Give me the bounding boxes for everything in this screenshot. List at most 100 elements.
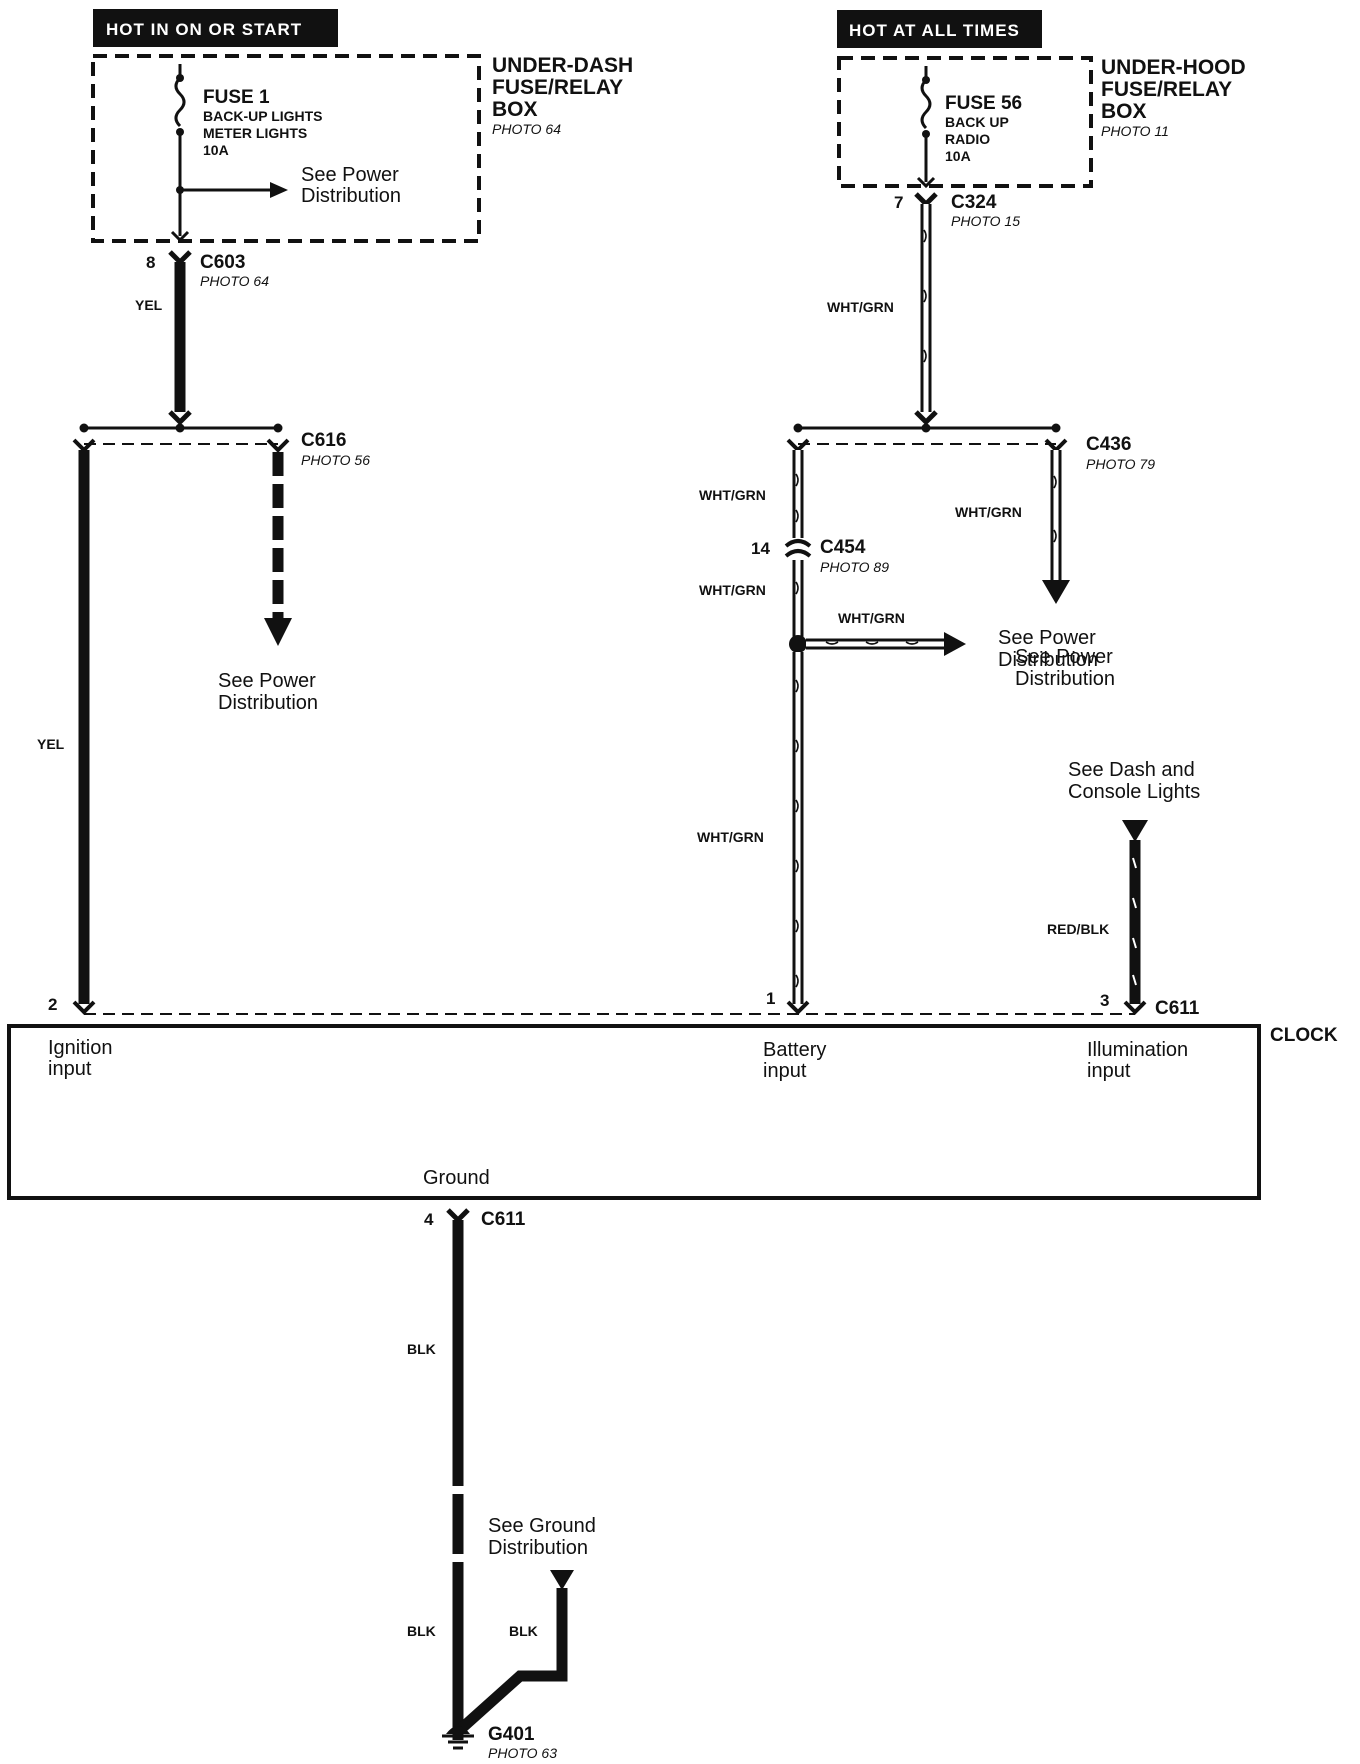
arrow-ground-dist-input — [550, 1570, 574, 1590]
fuse-56-line-3: 10A — [945, 148, 971, 164]
wire-blk-branch — [458, 1588, 568, 1733]
arrow-splice-branch — [944, 632, 966, 656]
ground-g401-label: G401 PHOTO 63 — [488, 1724, 557, 1761]
c611-top-name: C611 — [1155, 998, 1200, 1019]
under-hood-title-line-2: FUSE/RELAY — [1101, 78, 1232, 101]
note-ground-dist-line-1: See Ground — [488, 1515, 596, 1537]
wire-whtgrn-c436-label: WHT/GRN — [955, 504, 1022, 520]
under-dash-title-line-3: BOX — [492, 98, 538, 121]
c454-photo: PHOTO 89 — [820, 559, 889, 575]
c611-bottom-name: C611 — [481, 1209, 526, 1230]
connector-c611-bottom: 4 C611 — [424, 1208, 526, 1230]
connector-c616: C616 PHOTO 56 — [72, 423, 370, 468]
wire-whtgrn-c436 — [1050, 450, 1062, 582]
connector-c436: C436 PHOTO 79 — [786, 423, 1155, 472]
fuse-1 — [170, 64, 288, 243]
header-right-label: HOT AT ALL TIMES — [849, 21, 1020, 40]
wire-whtgrn-left-mid-label: WHT/GRN — [699, 582, 766, 598]
c436-name: C436 — [1086, 434, 1131, 455]
arrow-c616-branch — [264, 618, 292, 646]
wire-redblk-label: RED/BLK — [1047, 921, 1109, 937]
battery-line-1: Battery — [763, 1039, 826, 1061]
illumination-line-2: input — [1087, 1060, 1131, 1082]
wire-whtgrn-left-mid — [792, 560, 804, 640]
clock-ignition-input-label: Ignition input — [48, 1037, 113, 1080]
under-hood-photo: PHOTO 11 — [1101, 123, 1169, 139]
illumination-line-1: Illumination — [1087, 1039, 1188, 1061]
under-dash-photo: PHOTO 64 — [492, 121, 561, 137]
note-ground-distribution: See Ground Distribution — [488, 1515, 596, 1559]
ground-g401-icon — [442, 1726, 474, 1750]
ignition-line-1: Ignition — [48, 1037, 113, 1059]
connector-c603: 8 C603 PHOTO 64 — [146, 250, 269, 289]
splice-point — [789, 635, 807, 653]
wire-yel-top-label: YEL — [135, 297, 163, 313]
wire-whtgrn-left-top-label: WHT/GRN — [699, 487, 766, 503]
note-power-dist-c616-line-2: Distribution — [218, 692, 318, 714]
c611-pin-4: 4 — [424, 1210, 434, 1229]
header-left-label: HOT IN ON OR START — [106, 20, 302, 39]
c616-name: C616 — [301, 430, 346, 451]
c324-name: C324 — [951, 192, 997, 213]
header-hot-at-all-times: HOT AT ALL TIMES — [837, 10, 1042, 48]
note-power-dist-fuse1-line-1: See Power — [301, 164, 399, 186]
under-hood-box-label: UNDER-HOOD FUSE/RELAY BOX PHOTO 11 — [1101, 56, 1246, 139]
note-power-distribution-c616: See Power Distribution — [218, 670, 318, 714]
wire-whtgrn-left-top — [792, 450, 804, 538]
c616-photo: PHOTO 56 — [301, 452, 370, 468]
wire-whtgrn-branch-label: WHT/GRN — [838, 610, 905, 626]
clock-ground-label: Ground — [423, 1167, 490, 1189]
header-hot-in-on-or-start: HOT IN ON OR START — [93, 9, 338, 47]
wire-blk-lower-label: BLK — [407, 1623, 436, 1639]
c454-pin: 14 — [751, 539, 770, 558]
c616-input-terminal — [168, 410, 192, 426]
note-ground-dist-line-2: Distribution — [488, 1537, 588, 1559]
note-power-dist-splice-line-2: Distribution — [1015, 668, 1115, 690]
c611-pin-1: 1 — [766, 989, 775, 1008]
fuse-1-line-2: METER LIGHTS — [203, 125, 307, 141]
c603-name: C603 — [200, 252, 245, 273]
clock-component — [7, 1024, 1261, 1200]
fuse-56-label: FUSE 56 BACK UP RADIO 10A — [945, 93, 1022, 164]
wire-blk-upper-label: BLK — [407, 1341, 436, 1357]
note-dash-console-lights: See Dash and Console Lights — [1068, 759, 1200, 803]
arrow-c436-branch — [1042, 580, 1070, 604]
arrow-dash-console-input — [1122, 820, 1148, 842]
fuse-56-line-2: RADIO — [945, 131, 990, 147]
fuse-1-line-1: BACK-UP LIGHTS — [203, 108, 323, 124]
fuse-1-label: FUSE 1 BACK-UP LIGHTS METER LIGHTS 10A — [203, 87, 323, 158]
connector-c611-top: 2 1 3 C611 — [48, 989, 1200, 1019]
note-power-dist-splice-line-1: See Power — [1015, 646, 1113, 668]
under-dash-fuse-box — [91, 54, 481, 243]
note-power-distribution-splice: See Power Distribution — [1015, 646, 1115, 690]
c324-pin: 7 — [894, 193, 903, 212]
note-power-distribution-fuse1: See Power Distribution — [301, 164, 401, 207]
note-dash-console-line-1: See Dash and — [1068, 759, 1195, 781]
under-dash-title-line-2: FUSE/RELAY — [492, 76, 623, 99]
c603-photo: PHOTO 64 — [200, 273, 269, 289]
under-hood-title-line-3: BOX — [1101, 100, 1147, 123]
battery-line-2: input — [763, 1060, 807, 1082]
note-dash-console-line-2: Console Lights — [1068, 781, 1200, 803]
wire-whtgrn-left-low — [792, 652, 804, 1004]
under-hood-title-line-1: UNDER-HOOD — [1101, 56, 1246, 79]
fuse-56 — [916, 66, 936, 189]
under-dash-title-line-1: UNDER-DASH — [492, 54, 633, 77]
note-power-dist-c436-line-1: See Power — [998, 627, 1096, 649]
c611-pin-2: 2 — [48, 995, 57, 1014]
note-power-dist-c616-line-1: See Power — [218, 670, 316, 692]
under-dash-box-label: UNDER-DASH FUSE/RELAY BOX PHOTO 64 — [492, 54, 633, 137]
clock-battery-input-label: Battery input — [763, 1039, 826, 1082]
connector-c324: 7 C324 PHOTO 15 — [894, 192, 1020, 229]
note-power-dist-fuse1-line-2: Distribution — [301, 185, 401, 207]
under-hood-fuse-box — [837, 56, 1093, 188]
wire-redblk — [1129, 840, 1141, 1004]
wire-yel-main-label: YEL — [37, 736, 65, 752]
connector-c454: 14 C454 PHOTO 89 — [751, 537, 889, 575]
c436-photo: PHOTO 79 — [1086, 456, 1155, 472]
c324-photo: PHOTO 15 — [951, 213, 1020, 229]
c436-input-terminal — [914, 410, 938, 426]
c454-name: C454 — [820, 537, 866, 558]
wire-whtgrn-c324-label: WHT/GRN — [827, 299, 894, 315]
